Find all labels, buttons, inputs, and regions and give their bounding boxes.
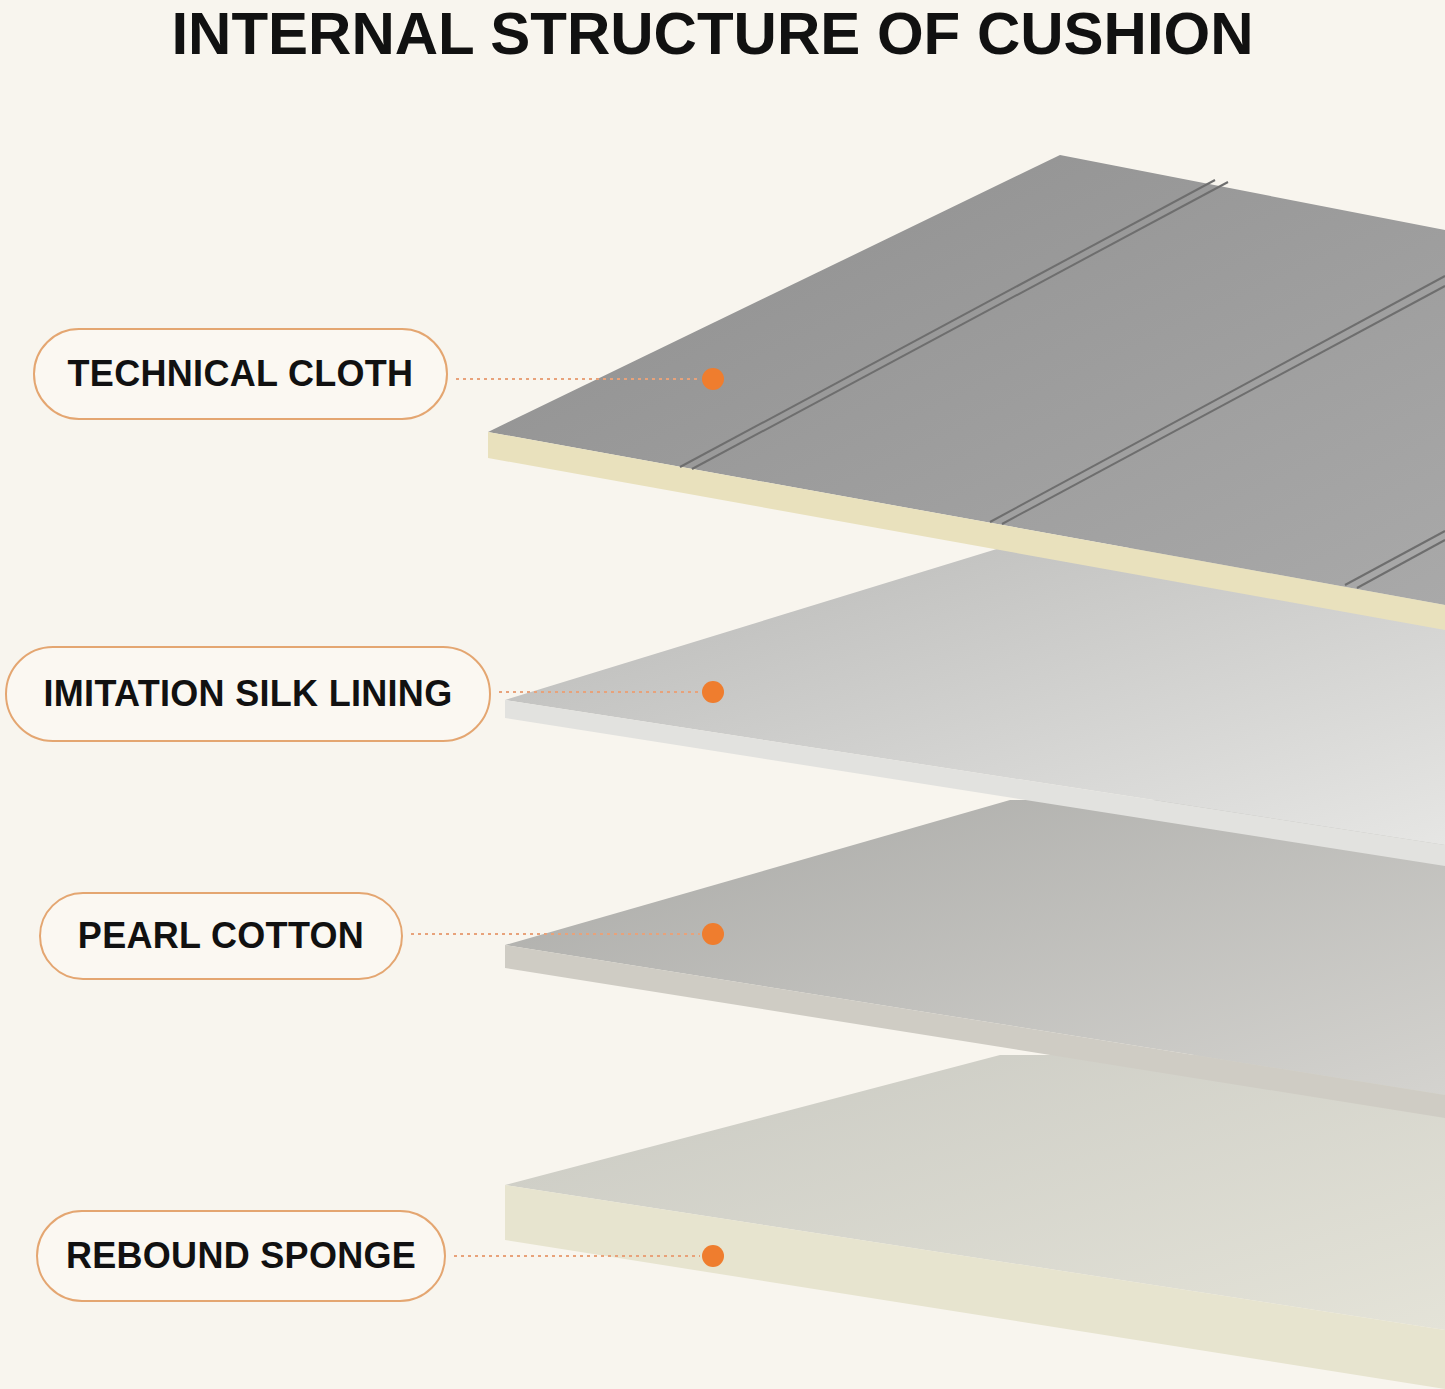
label-pill: TECHNICAL CLOTH (33, 328, 448, 420)
label-pill: PEARL COTTON (39, 892, 403, 980)
label-pill: REBOUND SPONGE (36, 1210, 446, 1302)
pearl-cotton-slab (505, 800, 1445, 1118)
layer-label: PEARL COTTON (78, 915, 364, 957)
label-pill: IMITATION SILK LINING (5, 646, 491, 742)
layer-label: IMITATION SILK LINING (44, 673, 453, 715)
callout-dots (702, 368, 724, 1267)
layer-label: TECHNICAL CLOTH (68, 353, 414, 395)
title: INTERNAL STRUCTURE OF CUSHION (0, 0, 1425, 68)
technical-cloth-slab (488, 155, 1445, 630)
rebound-sponge-slab (505, 1055, 1445, 1389)
layer-label: REBOUND SPONGE (66, 1235, 416, 1277)
leader-lines (411, 379, 700, 1256)
